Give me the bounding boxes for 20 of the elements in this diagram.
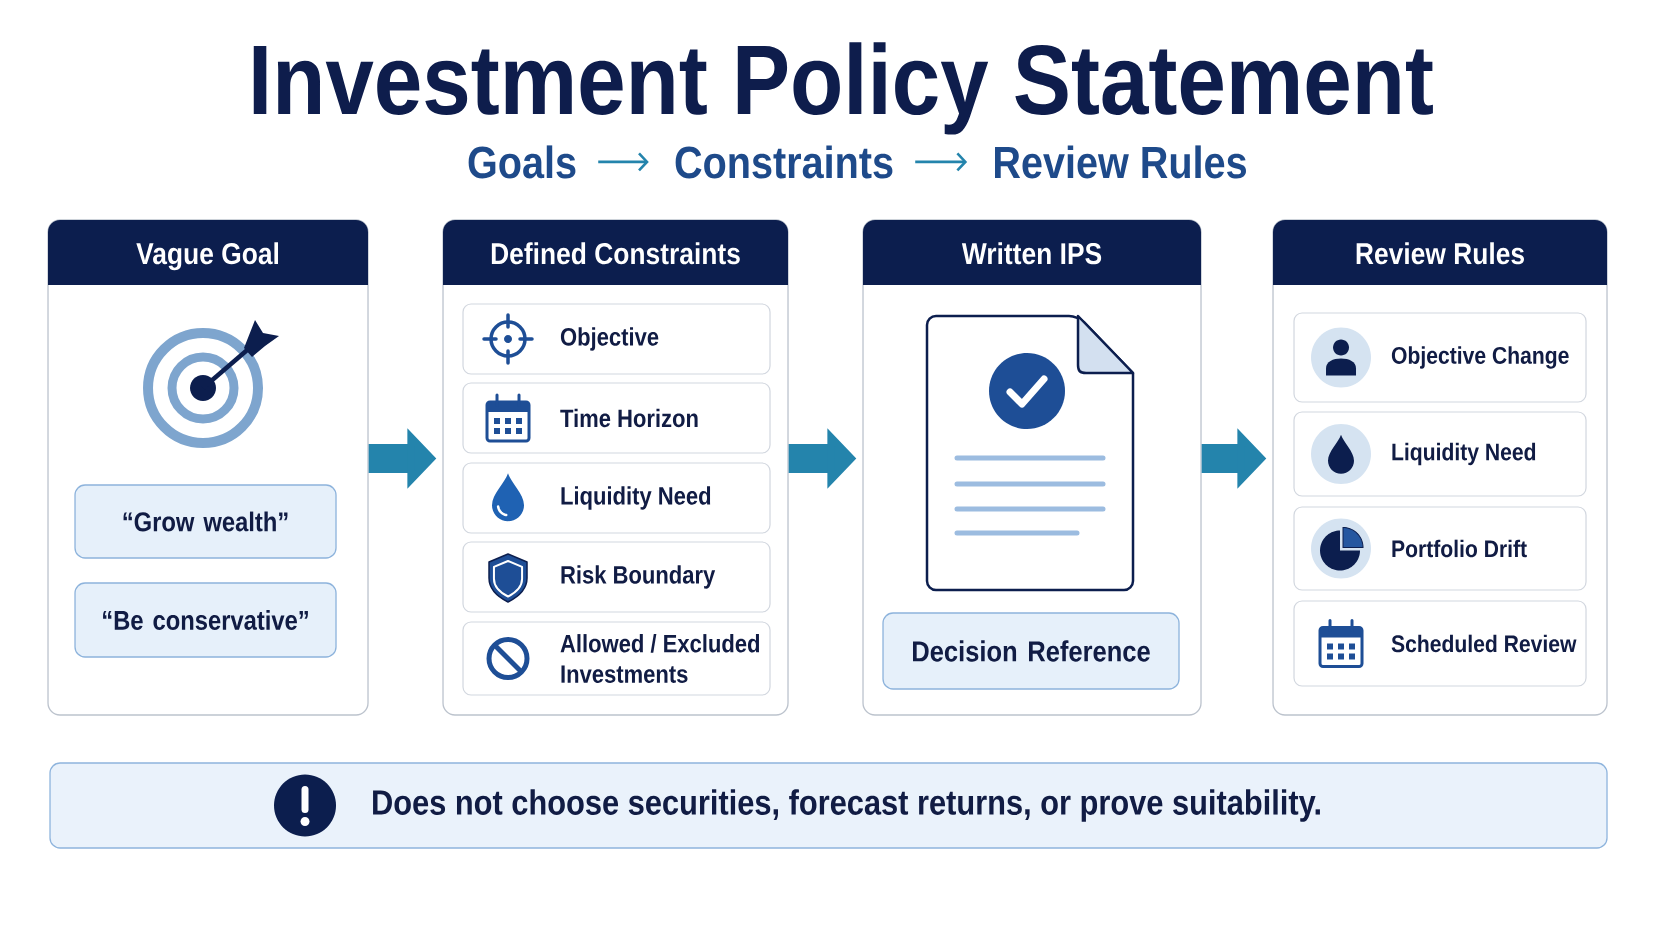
list-item: Risk Boundary <box>462 541 771 613</box>
list-item: Time Horizon <box>462 382 771 454</box>
list-item: Liquidity Need <box>462 462 771 534</box>
title: Investment Policy Statement <box>253 42 1433 135</box>
panel-header: Vague Goal <box>48 220 368 285</box>
subtitle-word: Goals <box>468 145 576 179</box>
panel-header: Defined Constraints <box>443 220 788 285</box>
panel-header: Review Rules <box>1273 220 1607 285</box>
arrow <box>915 152 968 172</box>
subtitle-word: Constraints <box>675 145 893 179</box>
list-item: Allowed / Excluded Investments <box>462 621 771 696</box>
subtitle-word: Review Rules <box>995 145 1246 179</box>
label-box: Decision Reference <box>882 612 1180 690</box>
note-banner: Does not choose securities, forecast returns, or prove suitability. <box>49 762 1608 849</box>
panel-header: Written IPS <box>863 220 1201 285</box>
list-item: Objective <box>462 303 771 375</box>
quote-box: “Grow wealth” <box>74 484 337 559</box>
arrow <box>598 152 649 172</box>
list-item: Scheduled Review <box>1293 600 1587 687</box>
quote-box: “Be conservative” <box>74 582 337 658</box>
